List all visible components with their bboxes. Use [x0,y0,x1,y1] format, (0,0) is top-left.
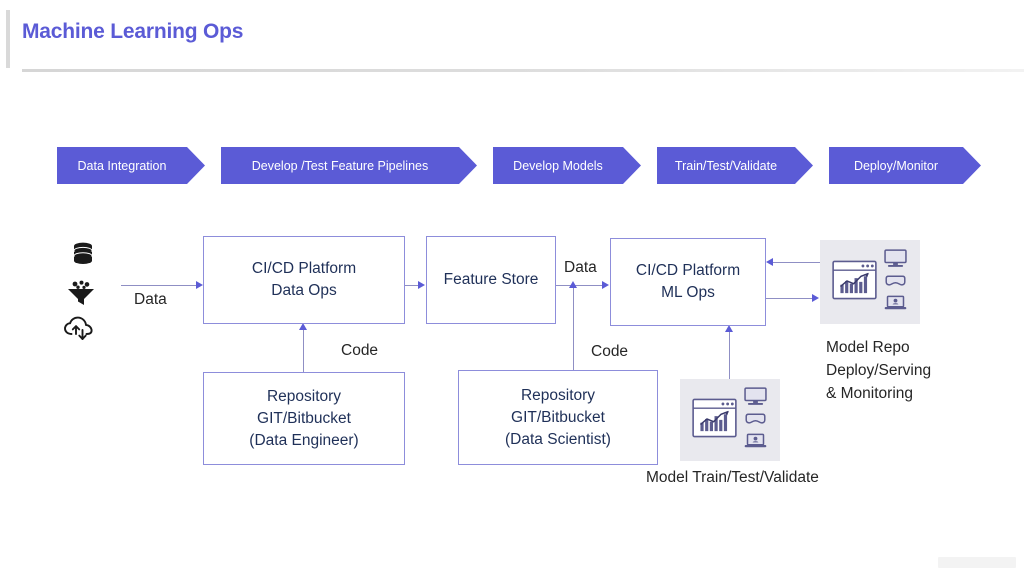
process-step-deploy-monitor[interactable]: Deploy/Monitor [829,147,981,184]
process-step-develop-models[interactable]: Develop Models [493,147,641,184]
vr-goggles-icon [743,412,768,431]
connector-mlops-to-model-repo [766,298,814,300]
panel-icon-group [832,248,908,316]
process-chevron-bar: Data Integration Develop /Test Feature P… [57,147,981,184]
process-step-label: Data Integration [77,158,167,173]
panel-model-repo[interactable] [820,240,920,324]
arrowhead-feature-store-to-mlops [602,280,609,289]
process-step-label: Develop Models [513,158,603,173]
box-line-3: (Data Scientist) [505,430,611,448]
vr-goggles-icon [883,274,908,293]
box-cicd-platform-ml-ops[interactable]: CI/CD Platform ML Ops [610,238,766,326]
connector-model-train-to-mlops [729,330,731,380]
caption-line-1: Model Repo [826,339,910,356]
laptop-icon [743,433,768,454]
device-icon-stack [743,386,768,454]
monitor-icon [883,248,908,273]
edge-label-code-right: Code [591,343,629,360]
box-repository-data-engineer[interactable]: Repository GIT/Bitbucket (Data Engineer) [203,372,405,465]
connector-sources-to-dataops [121,285,197,287]
box-cicd-platform-data-ops[interactable]: CI/CD Platform Data Ops [203,236,405,324]
box-line-2: GIT/Bitbucket [257,409,351,427]
device-icon-stack [883,248,908,316]
box-line-1: CI/CD Platform [251,260,357,277]
arrowhead-repo-scientist-to-pipeline [569,281,577,288]
box-line-2: ML Ops [661,284,715,301]
connector-model-repo-to-mlops [773,262,820,264]
caption-model-train: Model Train/Test/Validate [646,469,819,486]
page-title: Machine Learning Ops [22,20,244,43]
analytics-window-icon [692,398,737,443]
caption-model-repo: Model Repo Deploy/Serving & Monitoring [826,337,931,405]
edge-label-data-mid: Data [564,259,597,276]
arrowhead-dataops-to-feature-store [418,280,425,289]
process-step-label: Deploy/Monitor [853,158,939,173]
panel-icon-group [692,386,768,454]
arrowhead-mlops-to-model-repo [812,293,819,302]
box-feature-store[interactable]: Feature Store [426,236,556,324]
box-line-1: Repository [266,387,342,405]
connector-repo-scientist-to-pipeline [573,288,575,370]
cloud-sync-icon [62,314,96,344]
analytics-window-icon [832,260,877,305]
connector-repo-engineer-to-dataops [303,328,305,372]
process-step-label: Develop /Test Feature Pipelines [251,158,429,173]
box-line-3: (Data Engineer) [249,431,359,449]
connector-feature-store-to-mlops [556,285,604,287]
process-step-label: Train/Test/Validate [674,158,778,173]
edge-label-code-left: Code [341,342,379,359]
process-step-train-test-validate[interactable]: Train/Test/Validate [657,147,813,184]
database-icon [66,240,100,270]
funnel-icon [64,278,98,308]
header-divider [22,69,1024,72]
laptop-icon [883,295,908,316]
process-step-develop-test-feature-pipelines[interactable]: Develop /Test Feature Pipelines [221,147,477,184]
header-accent-bar [6,10,10,68]
arrowhead-model-repo-to-mlops [766,257,773,266]
edge-label-data-left: Data [134,291,167,308]
box-line-1: Feature Store [443,271,539,288]
arrowhead-model-train-to-mlops [725,325,733,332]
caption-line-3: & Monitoring [826,384,914,402]
box-line-1: CI/CD Platform [635,262,741,279]
arrowhead-sources-to-dataops [196,280,203,289]
panel-model-train[interactable] [680,379,780,461]
connector-dataops-to-feature-store [405,285,419,287]
box-line-1: Repository [520,386,596,404]
arrowhead-repo-engineer-to-dataops [299,323,307,330]
monitor-icon [743,386,768,411]
caption-line-2: Deploy/Serving [826,361,932,379]
watermark [938,557,1016,568]
box-line-2: GIT/Bitbucket [511,408,605,426]
box-repository-data-scientist[interactable]: Repository GIT/Bitbucket (Data Scientist… [458,370,658,465]
box-line-2: Data Ops [271,282,337,299]
connector-model-repo-corner [818,262,820,264]
process-step-data-integration[interactable]: Data Integration [57,147,205,184]
